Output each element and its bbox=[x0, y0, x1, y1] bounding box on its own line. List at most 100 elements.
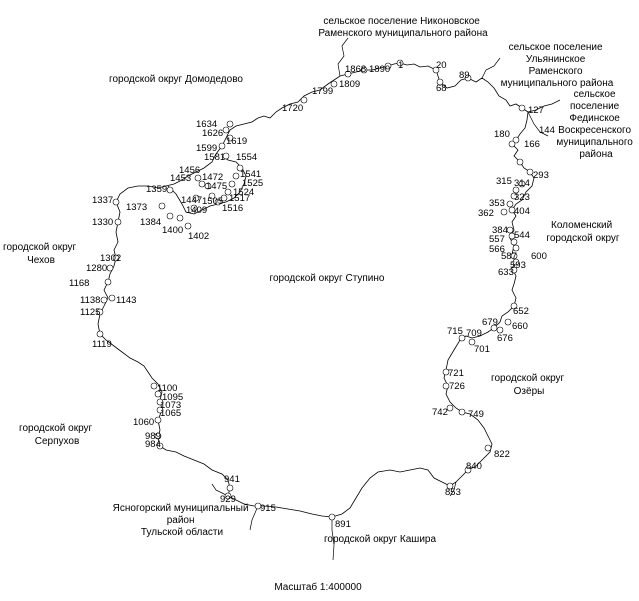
point-label: 1409 bbox=[186, 205, 207, 216]
point-label: 1524 bbox=[233, 187, 254, 198]
region-label-kolomna: Коломенский городской округ bbox=[546, 220, 620, 244]
point-label: 1095 bbox=[162, 392, 183, 403]
point-label: 314 bbox=[514, 178, 530, 189]
point-label: 315 bbox=[496, 176, 512, 187]
point-label: 544 bbox=[514, 230, 530, 241]
region-label-ozery: городской округ Озёры bbox=[491, 373, 567, 397]
point-label: 652 bbox=[513, 306, 529, 317]
point-label: 1168 bbox=[69, 278, 89, 289]
point-label: 742 bbox=[432, 407, 448, 418]
point-label: 353 bbox=[489, 198, 505, 209]
region-labels: сельское поселение Никоновское Раменског… bbox=[3, 16, 633, 545]
point-label: 1384 bbox=[140, 217, 161, 228]
point-label: 1472 bbox=[202, 172, 223, 183]
region-label-serpukhov: городской округ Серпухов bbox=[19, 423, 95, 447]
point-label: 984 bbox=[145, 439, 161, 450]
point-label: 1809 bbox=[339, 79, 360, 90]
point-label: 749 bbox=[468, 409, 484, 420]
point-label: 1359 bbox=[146, 184, 167, 195]
point-label: 293 bbox=[533, 170, 549, 181]
point-label: 1125 bbox=[80, 307, 100, 318]
point-label: 891 bbox=[335, 519, 351, 530]
point-label: 1516 bbox=[222, 203, 243, 214]
point-label: 1599 bbox=[196, 143, 217, 154]
point-label: 1475 bbox=[206, 181, 227, 192]
point-label: 404 bbox=[514, 206, 530, 217]
point-markers bbox=[96, 59, 534, 521]
point-label: 566 bbox=[489, 244, 505, 255]
point-label: 323 bbox=[514, 192, 530, 203]
scale-label: Масштаб 1:400000 bbox=[274, 581, 362, 593]
point-label: 701 bbox=[474, 344, 490, 355]
border-branch-yasnogorsk bbox=[211, 483, 229, 497]
point-label: 1525 bbox=[242, 178, 263, 189]
point-label: 1100 bbox=[157, 383, 177, 394]
point-label: 1402 bbox=[188, 231, 209, 242]
point-label: 166 bbox=[524, 139, 540, 150]
point-label: 127 bbox=[528, 105, 544, 116]
point-label: 1581 bbox=[204, 152, 225, 163]
district-boundary bbox=[97, 62, 535, 518]
border-branch-nikonovskoe bbox=[337, 37, 349, 77]
point-label: 587 bbox=[501, 251, 517, 262]
point-label: 89 bbox=[459, 70, 470, 81]
region-label-kashira: городской округ Кашира bbox=[324, 534, 437, 545]
point-label: 853 bbox=[445, 487, 461, 498]
point-label: 1799 bbox=[312, 86, 333, 97]
point-label: 676 bbox=[497, 333, 513, 344]
region-label-stupino: городской округ Ступино bbox=[270, 273, 385, 284]
point-label: 1720 bbox=[282, 103, 303, 114]
region-label-chekhov: городской округ Чехов bbox=[3, 242, 79, 266]
point-label: 1119 bbox=[92, 339, 112, 350]
region-label-domodedovo: городской округ Домодедово bbox=[109, 74, 243, 85]
point-label: 679 bbox=[482, 317, 498, 328]
point-label: 557 bbox=[489, 234, 505, 245]
point-label: 840 bbox=[466, 461, 482, 472]
point-label: 1143 bbox=[116, 295, 136, 306]
point-label: 68 bbox=[436, 83, 447, 94]
point-label: 1373 bbox=[126, 202, 147, 213]
point-label: 1138 bbox=[80, 295, 100, 306]
point-label: 1280 bbox=[86, 263, 107, 274]
point-label: 1517 bbox=[229, 193, 250, 204]
border-branch-kashira-south bbox=[331, 517, 335, 561]
point-label: 1505 bbox=[202, 196, 223, 207]
point-label: 20 bbox=[436, 60, 447, 71]
point-label: 362 bbox=[478, 208, 494, 219]
point-labels: 1 20 68 89 127 144 166 180 293 314 315 3… bbox=[69, 60, 555, 530]
point-label: 1634 bbox=[196, 119, 217, 130]
point-label: 1065 bbox=[160, 408, 181, 419]
point-label: 1 bbox=[398, 60, 403, 71]
point-label: 180 bbox=[494, 129, 510, 140]
border-branch-serpukhov bbox=[249, 505, 259, 531]
point-label: 989 bbox=[145, 431, 161, 442]
point-label: 715 bbox=[447, 326, 463, 337]
point-label: 144 bbox=[539, 125, 555, 136]
point-label: 1060 bbox=[133, 417, 154, 428]
point-label: 941 bbox=[224, 474, 240, 485]
point-label: 721 bbox=[448, 368, 464, 379]
point-label: 822 bbox=[494, 449, 510, 460]
region-label-yasnogorsk: Ясногорский муниципальный район Тульской… bbox=[113, 503, 252, 538]
point-label: 1302 bbox=[100, 253, 121, 264]
point-label: 1330 bbox=[92, 217, 113, 228]
border-branch-fedinskoe bbox=[527, 99, 561, 113]
point-label: 1073 bbox=[160, 400, 181, 411]
point-label: 1456 bbox=[179, 165, 200, 176]
point-label: 593 bbox=[510, 260, 526, 271]
point-label: 600 bbox=[531, 251, 547, 262]
region-label-nikonovskoe: сельское поселение Никоновское Раменског… bbox=[318, 16, 488, 39]
border-branch-kashira-east bbox=[449, 481, 457, 497]
point-label: 1453 bbox=[170, 173, 191, 184]
point-label: 1400 bbox=[162, 225, 183, 236]
point-label: 633 bbox=[498, 267, 514, 278]
point-label: 384 bbox=[492, 225, 508, 236]
point-label: 1554 bbox=[236, 152, 257, 163]
border-branch-ulyaninskoe bbox=[481, 57, 501, 79]
point-label: 1626 bbox=[202, 128, 223, 139]
point-label: 726 bbox=[449, 381, 465, 392]
region-label-ulyaninskoe: сельское поселение Ульянинское Раменског… bbox=[501, 42, 614, 89]
point-label: 1541 bbox=[240, 169, 261, 180]
point-label: 660 bbox=[512, 321, 528, 332]
